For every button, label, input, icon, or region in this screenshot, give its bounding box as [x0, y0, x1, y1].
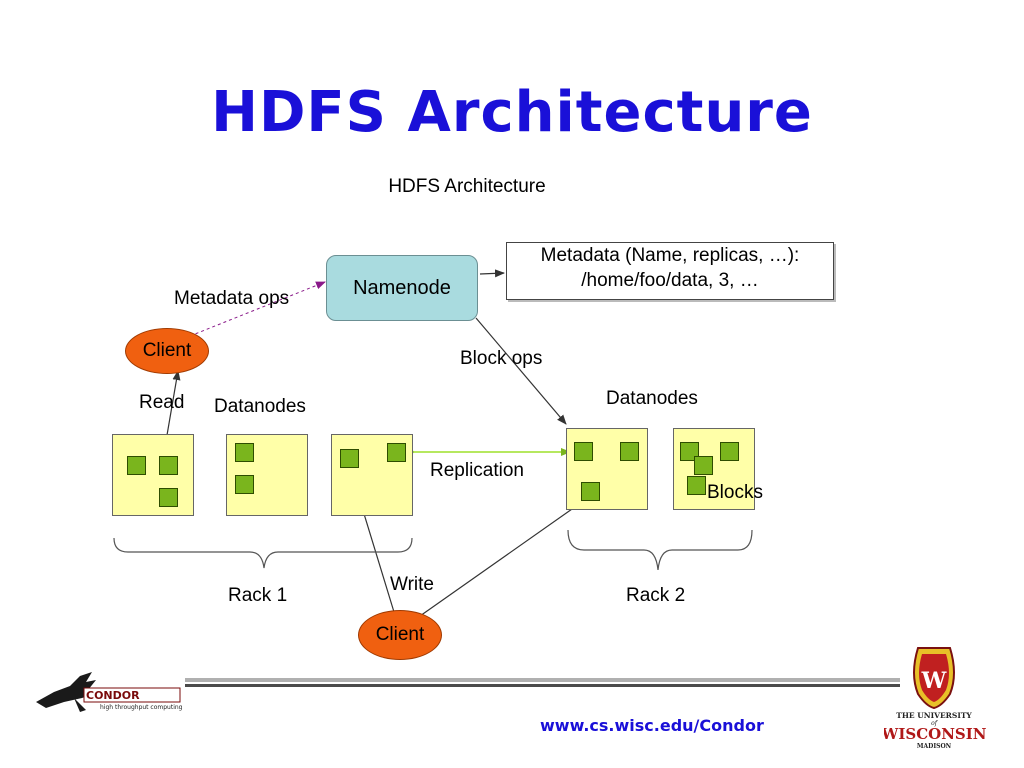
read-label: Read — [139, 392, 185, 413]
block — [581, 482, 600, 501]
datanodes-left-label: Datanodes — [214, 396, 306, 417]
block — [687, 476, 706, 495]
client-bottom: Client — [358, 610, 442, 660]
read-arrow — [165, 370, 181, 442]
write-arrow-right — [419, 501, 583, 617]
datanode-r1-2 — [226, 434, 308, 516]
block — [387, 443, 406, 462]
uw-crest-letter: W — [921, 668, 947, 694]
rack1-brace — [113, 537, 413, 569]
condor-wordmark: CONDOR — [86, 689, 140, 702]
metadata-line-2: /home/foo/data, 3, … — [581, 270, 759, 291]
diagram-heading: HDFS Architecture — [388, 176, 546, 197]
block — [235, 475, 254, 494]
metadata-line-1: Metadata (Name, replicas, …): — [540, 245, 800, 266]
uw-logo: W THE UNIVERSITY of WISCONSIN MADISON — [881, 644, 988, 759]
condor-bird-icon: CONDOR high throughput computing — [36, 672, 183, 712]
write-label: Write — [390, 574, 434, 595]
condor-tagline: high throughput computing — [100, 704, 183, 711]
metadata-ops-label: Metadata ops — [174, 288, 290, 309]
block — [235, 443, 254, 462]
footer-rule-light — [185, 678, 900, 682]
namenode-box: Namenode — [326, 255, 478, 321]
namenode-to-metadata-arrow — [479, 269, 505, 278]
datanode-r1-1 — [112, 434, 194, 516]
datanode-r2-1 — [566, 428, 648, 510]
rack2-label: Rack 2 — [626, 585, 686, 606]
uw-crest-icon: W THE UNIVERSITY of WISCONSIN MADISON — [881, 647, 987, 750]
block — [574, 442, 593, 461]
slide-title: HDFS Architecture — [211, 80, 813, 145]
datanode-r2-2 — [673, 428, 755, 510]
uw-line2: WISCONSIN — [884, 725, 987, 743]
condor-logo: CONDOR high throughput computing — [34, 668, 184, 725]
block — [694, 456, 713, 475]
block — [127, 456, 146, 475]
block — [159, 488, 178, 507]
rack1-label: Rack 1 — [228, 585, 288, 606]
uw-of: of — [931, 720, 939, 727]
metadata-box: Metadata (Name, replicas, …): /home/foo/… — [506, 242, 834, 300]
metadata-ops-arrow — [189, 281, 326, 337]
uw-line1: THE UNIVERSITY — [896, 711, 972, 720]
footer-rule-dark — [185, 684, 900, 687]
footer-url: www.cs.wisc.edu/Condor — [540, 716, 764, 735]
block — [620, 442, 639, 461]
uw-line3: MADISON — [917, 743, 952, 750]
block-ops-label: Block ops — [460, 348, 543, 369]
block — [159, 456, 178, 475]
block-ops-arrow — [475, 317, 567, 425]
replication-label: Replication — [430, 460, 524, 481]
blocks-label: Blocks — [707, 482, 763, 503]
block — [720, 442, 739, 461]
block — [340, 449, 359, 468]
rack2-brace — [567, 529, 753, 571]
datanodes-right-label: Datanodes — [606, 388, 698, 409]
client-top: Client — [125, 328, 209, 374]
datanode-r1-3 — [331, 434, 413, 516]
